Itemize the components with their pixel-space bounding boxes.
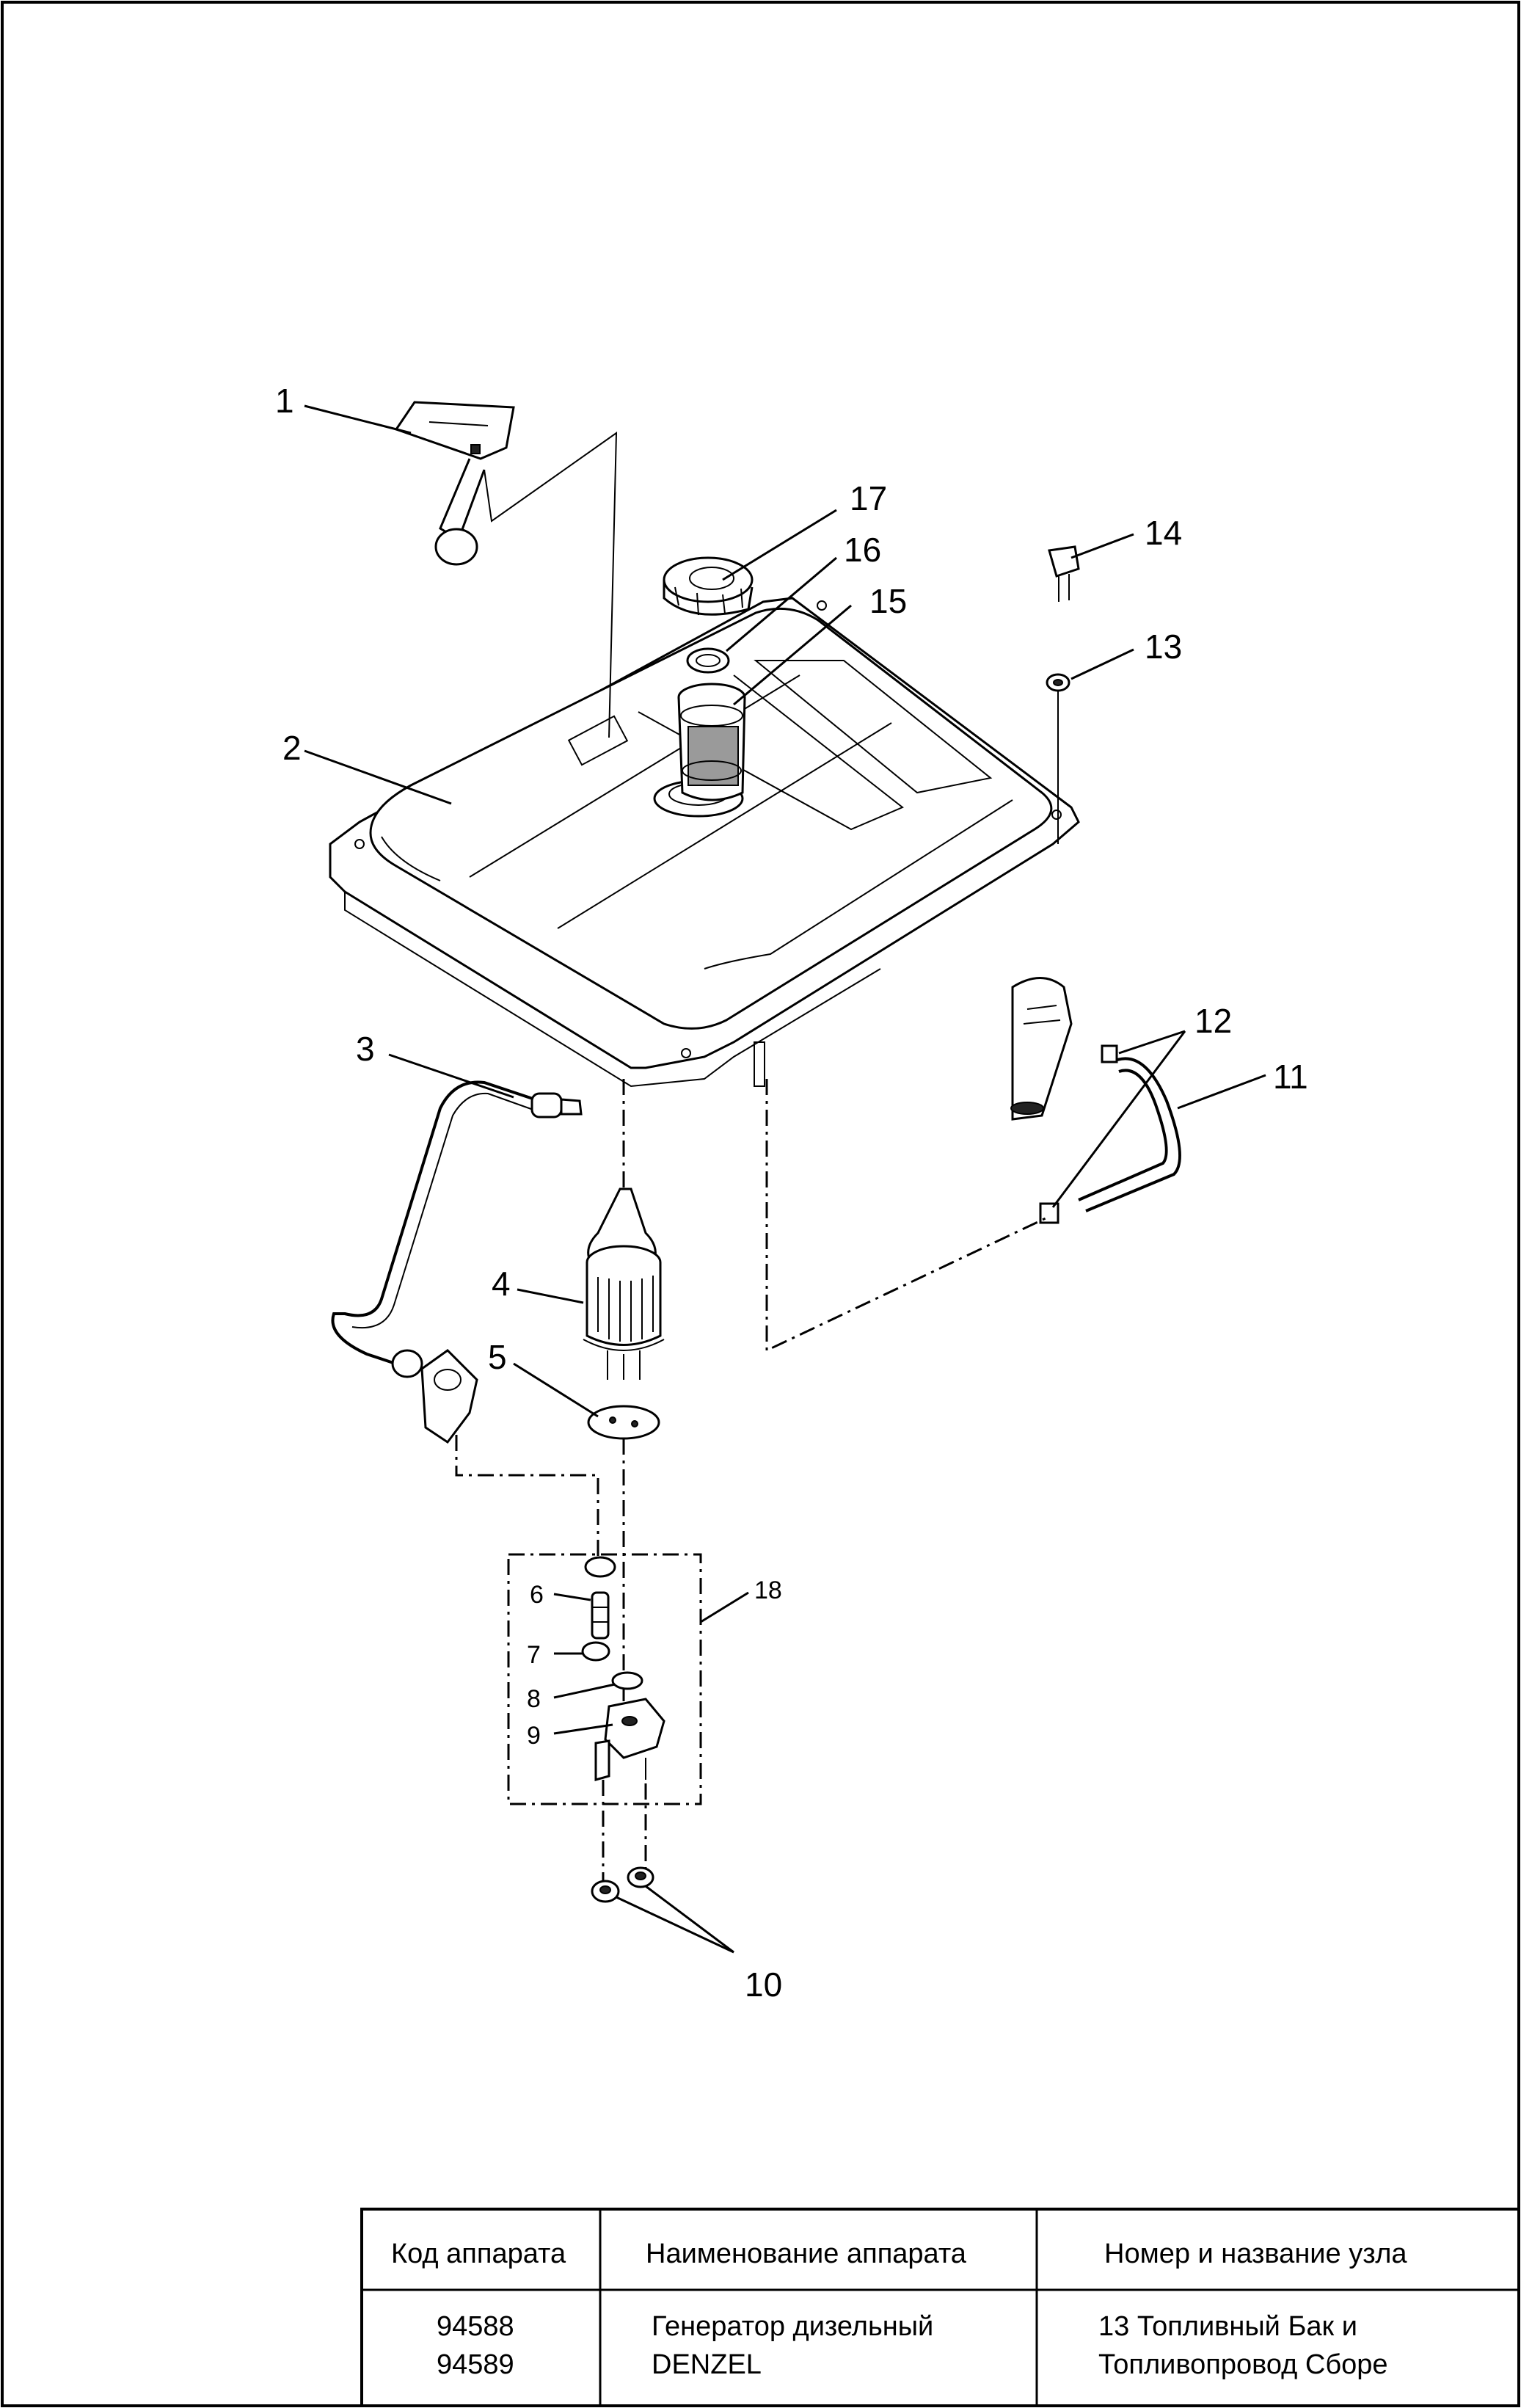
callout-5: 5 bbox=[488, 1338, 507, 1376]
callout-18: 18 bbox=[754, 1576, 782, 1604]
table-cell-unit-2: Топливопровод Сборе bbox=[1098, 2349, 1388, 2380]
table-cell-code-2: 94589 bbox=[437, 2349, 514, 2380]
callout-3: 3 bbox=[356, 1030, 375, 1068]
fuel-cock-assembly-box-part-18 bbox=[507, 1553, 702, 1805]
callout-7: 7 bbox=[527, 1641, 541, 1669]
table-header-code: Код аппарата bbox=[391, 2238, 566, 2269]
leader-lines bbox=[304, 404, 1266, 1954]
table-cell-code-1: 94588 bbox=[437, 2311, 514, 2342]
table-header-unit: Номер и название узла bbox=[1104, 2238, 1407, 2269]
callout-16: 16 bbox=[844, 531, 881, 569]
callout-8: 8 bbox=[527, 1685, 541, 1713]
fuel-return-hose-part-11 bbox=[1010, 977, 1181, 1212]
return-line-link bbox=[765, 1079, 1046, 1353]
title-block-table: Код аппарата Наименование аппарата Номер… bbox=[360, 2208, 1520, 2407]
callout-2: 2 bbox=[282, 729, 302, 767]
washer-part-13 bbox=[1046, 673, 1070, 844]
callout-10: 10 bbox=[745, 1965, 782, 2004]
fuel-pipe-part-3 bbox=[331, 1080, 583, 1378]
gasket-part-8 bbox=[611, 1671, 643, 1690]
callout-15: 15 bbox=[869, 582, 907, 620]
table-cell-unit-1: 13 Топливный Бак и bbox=[1098, 2311, 1357, 2342]
callout-17: 17 bbox=[850, 479, 887, 517]
callout-6: 6 bbox=[530, 1581, 544, 1609]
callout-11: 11 bbox=[1273, 1058, 1308, 1096]
strainer-part-15 bbox=[677, 683, 746, 801]
callout-14: 14 bbox=[1145, 514, 1182, 552]
fuel-gauge-part-1 bbox=[394, 401, 618, 738]
bolt-part-14 bbox=[1048, 545, 1080, 602]
callout-4: 4 bbox=[492, 1265, 511, 1303]
clamp-part-7 bbox=[581, 1641, 610, 1662]
table-cell-name-2: DENZEL bbox=[652, 2349, 762, 2380]
callout-9: 9 bbox=[527, 1722, 541, 1750]
callout-12: 12 bbox=[1194, 1002, 1232, 1040]
table-header-name: Наименование аппарата bbox=[646, 2238, 967, 2269]
clamp-top bbox=[584, 1556, 616, 1578]
callout-13: 13 bbox=[1145, 628, 1182, 666]
rubber-tube-part-6 bbox=[591, 1591, 610, 1640]
plate-part-5 bbox=[587, 1405, 660, 1710]
fuel-filter-part-4 bbox=[583, 1079, 665, 1380]
table-cell-name-1: Генератор дизельный bbox=[652, 2311, 933, 2342]
injection-pump-fitting bbox=[420, 1349, 599, 1571]
gasket-part-16 bbox=[686, 647, 730, 674]
fuel-cap-part-17 bbox=[663, 556, 754, 616]
nuts-part-10 bbox=[591, 1866, 654, 1903]
fuel-cock-part-9 bbox=[594, 1698, 665, 1781]
callout-1: 1 bbox=[275, 382, 294, 420]
